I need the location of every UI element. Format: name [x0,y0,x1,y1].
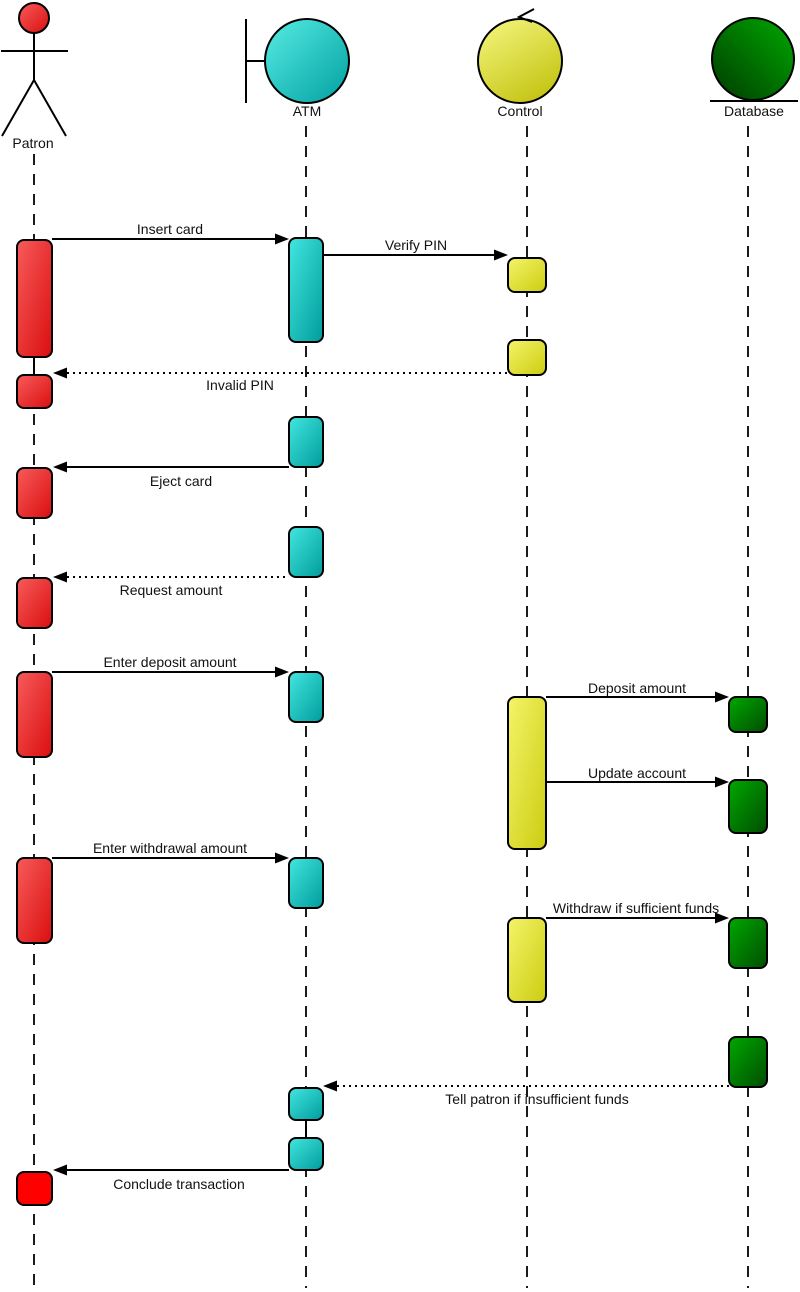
message-label: Invalid PIN [206,377,274,393]
activation-control-3 [507,696,547,850]
activation-patron-1 [16,239,53,358]
message-label: Eject card [150,473,212,489]
activation-patron-4 [16,577,53,629]
arrowhead-right-icon [715,691,729,703]
arrowhead-left-icon [53,367,67,379]
arrowhead-right-icon [715,912,729,924]
actor-right-leg-icon [33,79,67,137]
activation-atm-2 [288,416,324,468]
arrowhead-right-icon [275,852,289,864]
boundary-atm: ATM [245,18,350,119]
message-enter-withdrawal-amount: Enter withdrawal amount [52,840,289,864]
arrowhead-right-icon [494,249,508,261]
message-label: Withdraw if sufficient funds [553,900,719,916]
activation-database-1 [728,696,768,733]
activation-database-4 [728,1036,768,1088]
message-label: Update account [588,765,686,781]
arrowhead-left-icon [53,461,67,473]
lifeline-label-control: Control [497,103,542,119]
message-insert-card: Insert card [52,221,289,245]
arrowhead-right-icon [275,233,289,245]
message-invalid-pin: Invalid PIN [53,367,508,393]
activation-database-3 [728,917,768,969]
arrowhead-left-icon [53,571,67,583]
activation-atm-6 [288,1087,324,1121]
entity-database: Database [710,17,798,119]
activation-atm-4 [288,671,324,723]
activation-patron-3 [16,467,53,519]
message-label: Enter withdrawal amount [93,840,247,856]
arrowhead-left-icon [323,1080,337,1092]
lifeline-label-database: Database [724,103,784,119]
arrowhead-right-icon [715,776,729,788]
activation-atm-7 [288,1137,324,1171]
activation-control-4 [507,917,547,1003]
message-label: Insert card [137,221,203,237]
activation-control-1 [507,257,547,293]
message-request-amount: Request amount [53,571,289,598]
message-deposit-amount: Deposit amount [546,680,729,703]
message-enter-deposit-amount: Enter deposit amount [52,654,289,678]
message-label: Tell patron if insufficient funds [445,1091,628,1107]
activation-patron-5 [16,671,53,758]
activation-atm-5 [288,857,324,909]
message-label: Deposit amount [588,680,686,696]
boundary-circle-icon [264,18,350,104]
message-update-account: Update account [546,765,729,788]
activation-patron-final [16,1171,53,1206]
activation-control-2 [507,339,547,376]
message-label: Conclude transaction [113,1176,245,1192]
message-label: Enter deposit amount [103,654,236,670]
message-label: Verify PIN [385,237,447,253]
message-label: Request amount [120,582,223,598]
lifeline-label-atm: ATM [293,103,322,119]
message-verify-pin: Verify PIN [323,237,508,261]
activation-patron-2 [16,374,53,409]
activation-patron-6 [16,857,53,944]
message-withdraw-if-sufficient-funds: Withdraw if sufficient funds [546,900,729,924]
activation-atm-3 [288,526,324,578]
lifeline-label-patron: Patron [12,135,53,151]
message-tell-patron-if-insufficient-funds: Tell patron if insufficient funds [323,1080,729,1107]
message-conclude-transaction: Conclude transaction [53,1164,289,1192]
actor-patron: Patron [1,2,68,151]
arrowhead-right-icon [275,666,289,678]
message-eject-card: Eject card [53,461,289,489]
actor-head-icon [18,2,50,34]
control-circle-icon [477,18,563,104]
activation-atm-1 [288,237,324,343]
actor-left-leg-icon [1,79,35,137]
control-arrow-icon [516,8,535,23]
control-control: Control [477,8,563,119]
arrowhead-left-icon [53,1164,67,1176]
activation-database-2 [728,779,768,834]
entity-circle-icon [711,17,795,101]
